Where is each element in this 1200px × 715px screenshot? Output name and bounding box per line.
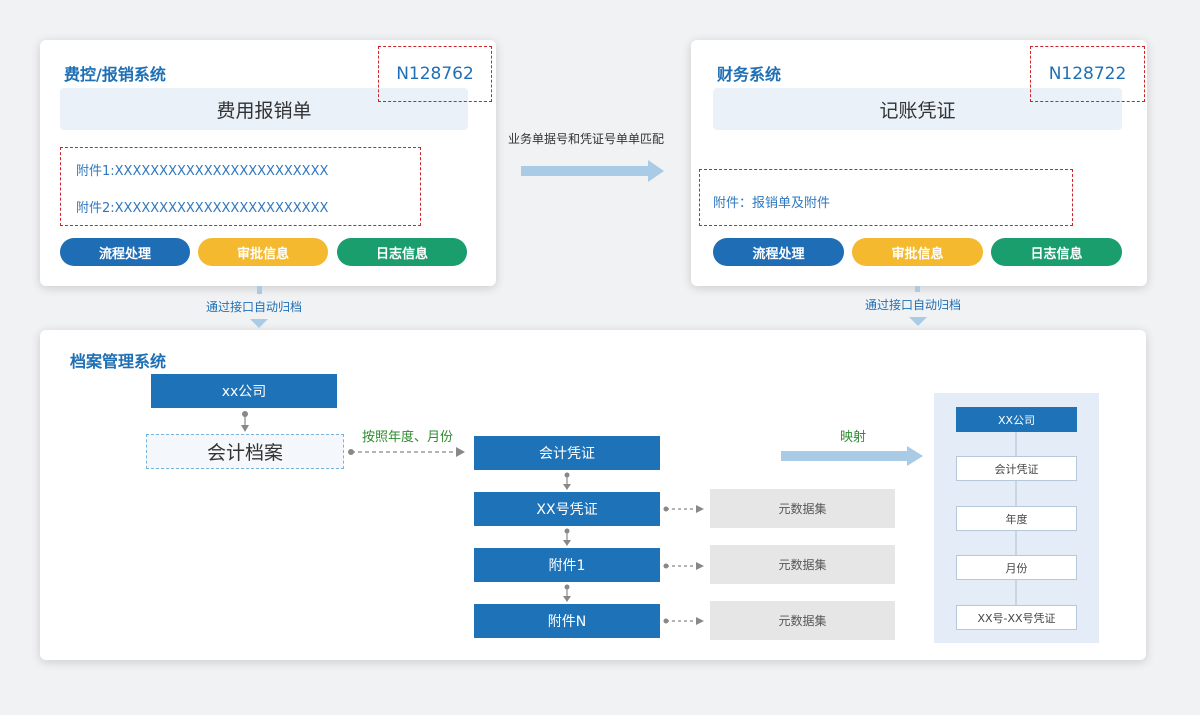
tree-node-voucher[interactable]: 会计凭证 <box>956 456 1077 481</box>
expense-log-button[interactable]: 日志信息 <box>337 238 467 266</box>
metadata-box-2[interactable]: 元数据集 <box>710 545 895 584</box>
metadata-box-1[interactable]: 元数据集 <box>710 489 895 528</box>
archive-left-label: 通过接口自动归档 <box>206 300 303 314</box>
finance-doc-number: N128722 <box>1048 64 1127 84</box>
expense-attachments-frame <box>60 147 421 226</box>
finance-system-title: 财务系统 <box>717 65 782 84</box>
finance-log-button[interactable]: 日志信息 <box>991 238 1122 266</box>
match-arrow <box>521 160 664 182</box>
archive-right-label: 通过接口自动归档 <box>865 298 962 312</box>
finance-attachment-text[interactable]: 附件：报销单及附件 <box>713 196 831 211</box>
expense-system-card: 费控/报销系统 费用报销单 N128762 附件1:XXXXXXXXXXXXXX… <box>40 40 496 286</box>
mapping-label: 映射 <box>840 430 867 445</box>
expense-system-title: 费控/报销系统 <box>64 65 166 84</box>
chain-numbered-voucher-box[interactable]: XX号凭证 <box>474 492 660 526</box>
metadata-box-3[interactable]: 元数据集 <box>710 601 895 640</box>
expense-process-button[interactable]: 流程处理 <box>60 238 190 266</box>
tree-node-voucher-range[interactable]: XX号-XX号凭证 <box>956 605 1077 630</box>
match-label: 业务单据号和凭证号单单匹配 <box>508 132 665 146</box>
chain-attachment-1-box[interactable]: 附件1 <box>474 548 660 582</box>
finance-attachments-frame <box>699 169 1073 226</box>
by-year-month-label: 按照年度、月份 <box>362 430 454 445</box>
finance-doc-type: 记账凭证 <box>713 88 1122 130</box>
expense-attachment-1[interactable]: 附件1:XXXXXXXXXXXXXXXXXXXXXXXX <box>76 164 329 179</box>
archive-system-title: 档案管理系统 <box>70 352 167 371</box>
tree-node-company[interactable]: XX公司 <box>956 407 1077 432</box>
expense-doc-type: 费用报销单 <box>60 88 468 130</box>
tree-node-year[interactable]: 年度 <box>956 506 1077 531</box>
tree-node-month[interactable]: 月份 <box>956 555 1077 580</box>
expense-doc-number: N128762 <box>396 64 474 84</box>
expense-approval-button[interactable]: 审批信息 <box>198 238 328 266</box>
expense-attachment-2[interactable]: 附件2:XXXXXXXXXXXXXXXXXXXXXXXX <box>76 201 329 216</box>
accounting-archive-box[interactable]: 会计档案 <box>146 434 344 469</box>
chain-voucher-box[interactable]: 会计凭证 <box>474 436 660 470</box>
expense-doc-number-frame <box>378 46 492 102</box>
finance-system-card: 财务系统 记账凭证 N128722 附件：报销单及附件 流程处理 审批信息 日志… <box>691 40 1147 286</box>
finance-doc-number-frame <box>1030 46 1145 102</box>
finance-process-button[interactable]: 流程处理 <box>713 238 844 266</box>
chain-attachment-n-box[interactable]: 附件N <box>474 604 660 638</box>
finance-approval-button[interactable]: 审批信息 <box>852 238 983 266</box>
company-box[interactable]: xx公司 <box>151 374 337 408</box>
